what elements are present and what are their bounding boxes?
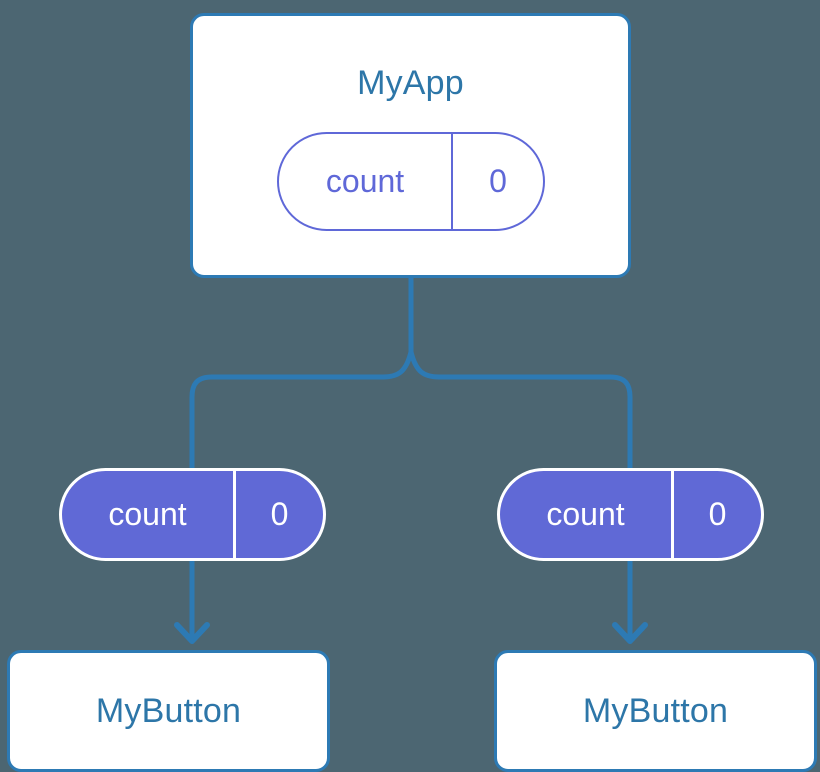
state-pill-value: 0 xyxy=(233,471,323,558)
component-title-myapp: MyApp xyxy=(357,64,464,102)
state-pill-key: count xyxy=(325,163,405,199)
connector-branch-right xyxy=(408,349,633,471)
component-title-mybutton: MyButton xyxy=(582,691,729,730)
connector-branch-left xyxy=(189,349,414,471)
state-pill-key: count xyxy=(108,496,187,532)
arrowhead-right-icon xyxy=(612,622,648,644)
component-node-mybutton-right[interactable]: MyButton xyxy=(494,650,817,772)
state-pill-value: 0 xyxy=(451,134,543,229)
state-pill-right[interactable]: count 0 xyxy=(497,468,764,561)
state-pill-key: count xyxy=(546,496,625,532)
state-pill-left[interactable]: count 0 xyxy=(59,468,326,561)
component-title-mybutton: MyButton xyxy=(95,691,242,730)
arrowhead-left-icon xyxy=(174,622,210,644)
state-pill-value: 0 xyxy=(671,471,761,558)
component-node-mybutton-left[interactable]: MyButton xyxy=(7,650,330,772)
state-pill-myapp[interactable]: count 0 xyxy=(277,132,545,231)
